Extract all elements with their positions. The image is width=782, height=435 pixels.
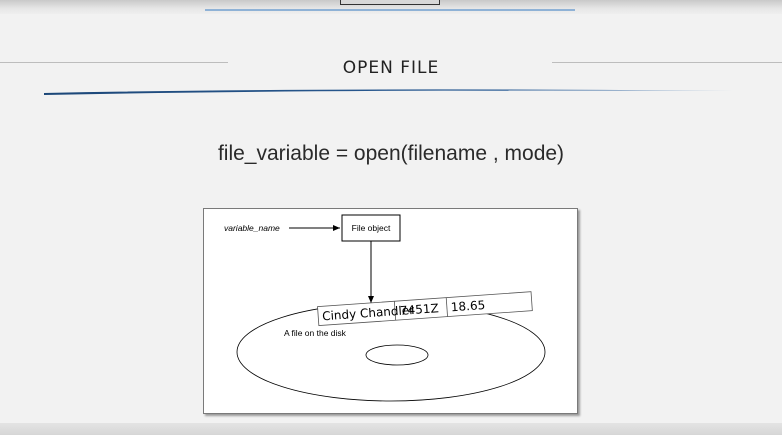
- top-bar: [0, 0, 782, 14]
- title-underline-swoosh: [44, 89, 734, 95]
- top-accent-line: [205, 9, 575, 11]
- slide-title: OPEN FILE: [342, 58, 440, 78]
- file-diagram: variable_name File object Cindy Chandler…: [203, 208, 578, 414]
- record-field-name: Cindy Chandler: [322, 303, 415, 323]
- record-field-id: 7451Z: [400, 301, 440, 318]
- open-syntax-line: file_variable = open(filename , mode): [217, 142, 565, 165]
- file-object-box: [341, 214, 401, 242]
- disk-hub: [365, 344, 429, 366]
- disk-caption: A file on the disk: [284, 328, 347, 338]
- title-rule-left: [0, 62, 228, 63]
- file-object-label: File object: [352, 223, 391, 233]
- top-tab-marker: [340, 0, 440, 5]
- variable-name-label: variable_name: [224, 223, 280, 233]
- record-divider-2: [445, 297, 448, 317]
- record-field-amount: 18.65: [450, 298, 485, 314]
- record-frame: [317, 291, 533, 327]
- bottom-bar: [0, 423, 782, 435]
- file-record: Cindy Chandler 7451Z 18.65: [317, 291, 533, 327]
- title-rule-right: [552, 62, 782, 63]
- record-divider-1: [393, 301, 397, 321]
